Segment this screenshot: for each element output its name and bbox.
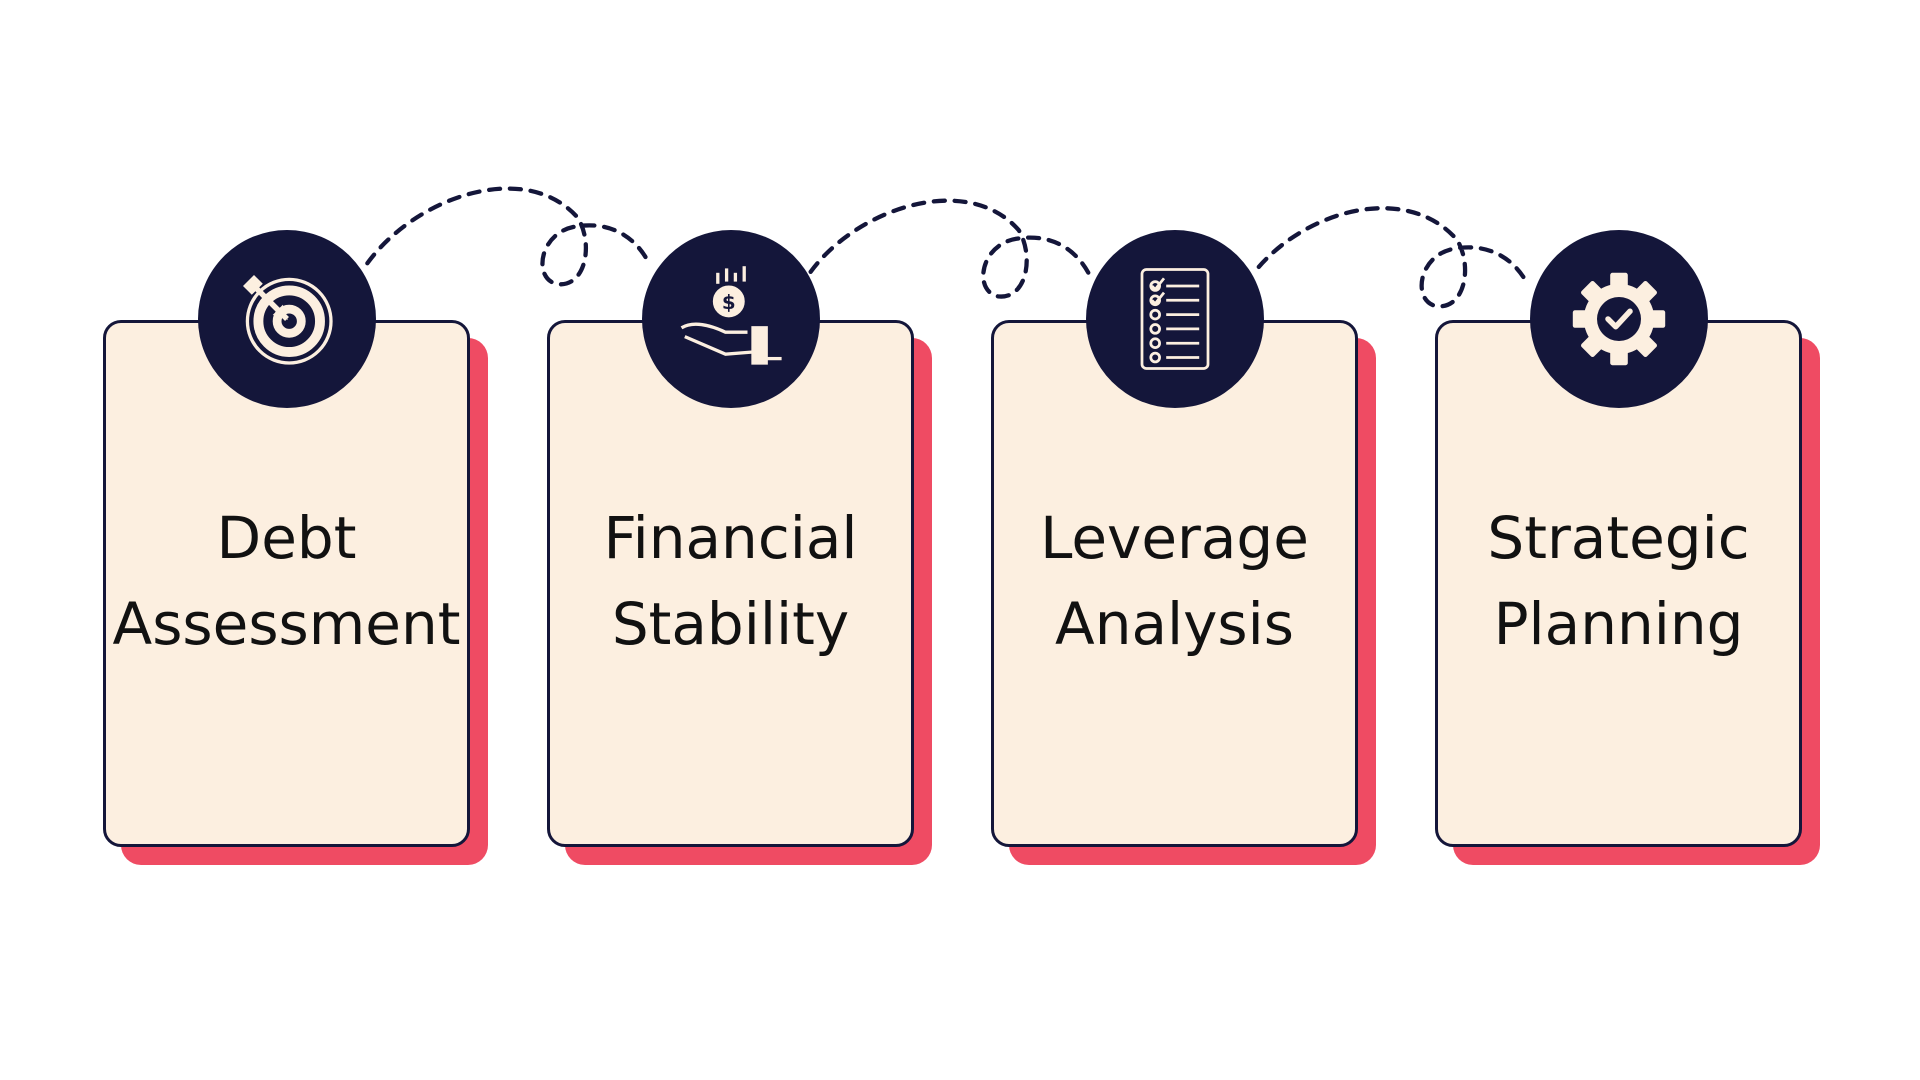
connector-2-3 — [808, 198, 1092, 299]
step-card-debt-assessment: Debt Assessment — [103, 230, 488, 865]
title-line-1: Leverage — [1040, 504, 1309, 572]
checklist-icon — [1086, 230, 1264, 408]
step-card-leverage-analysis: Leverage Analysis — [991, 230, 1376, 865]
title-line-2: Planning — [1493, 590, 1744, 658]
card-title: Strategic Planning — [1438, 495, 1799, 667]
target-arrow-icon — [198, 230, 376, 408]
step-card-strategic-planning: Strategic Planning — [1435, 230, 1820, 865]
connector-3-4 — [1256, 206, 1531, 309]
card-title: Debt Assessment — [106, 495, 467, 667]
title-line-1: Debt — [216, 504, 357, 572]
step-card-financial-stability: Financial Stability $ — [547, 230, 932, 865]
connector-1-2 — [365, 186, 652, 287]
card-title: Financial Stability — [550, 495, 911, 667]
svg-text:$: $ — [722, 291, 736, 314]
hand-coin-icon: $ — [642, 230, 820, 408]
title-line-1: Financial — [603, 504, 858, 572]
title-line-2: Stability — [611, 590, 850, 658]
title-line-2: Assessment — [112, 590, 461, 658]
title-line-1: Strategic — [1487, 504, 1750, 572]
gear-check-icon — [1530, 230, 1708, 408]
card-title: Leverage Analysis — [994, 495, 1355, 667]
title-line-2: Analysis — [1055, 590, 1294, 658]
